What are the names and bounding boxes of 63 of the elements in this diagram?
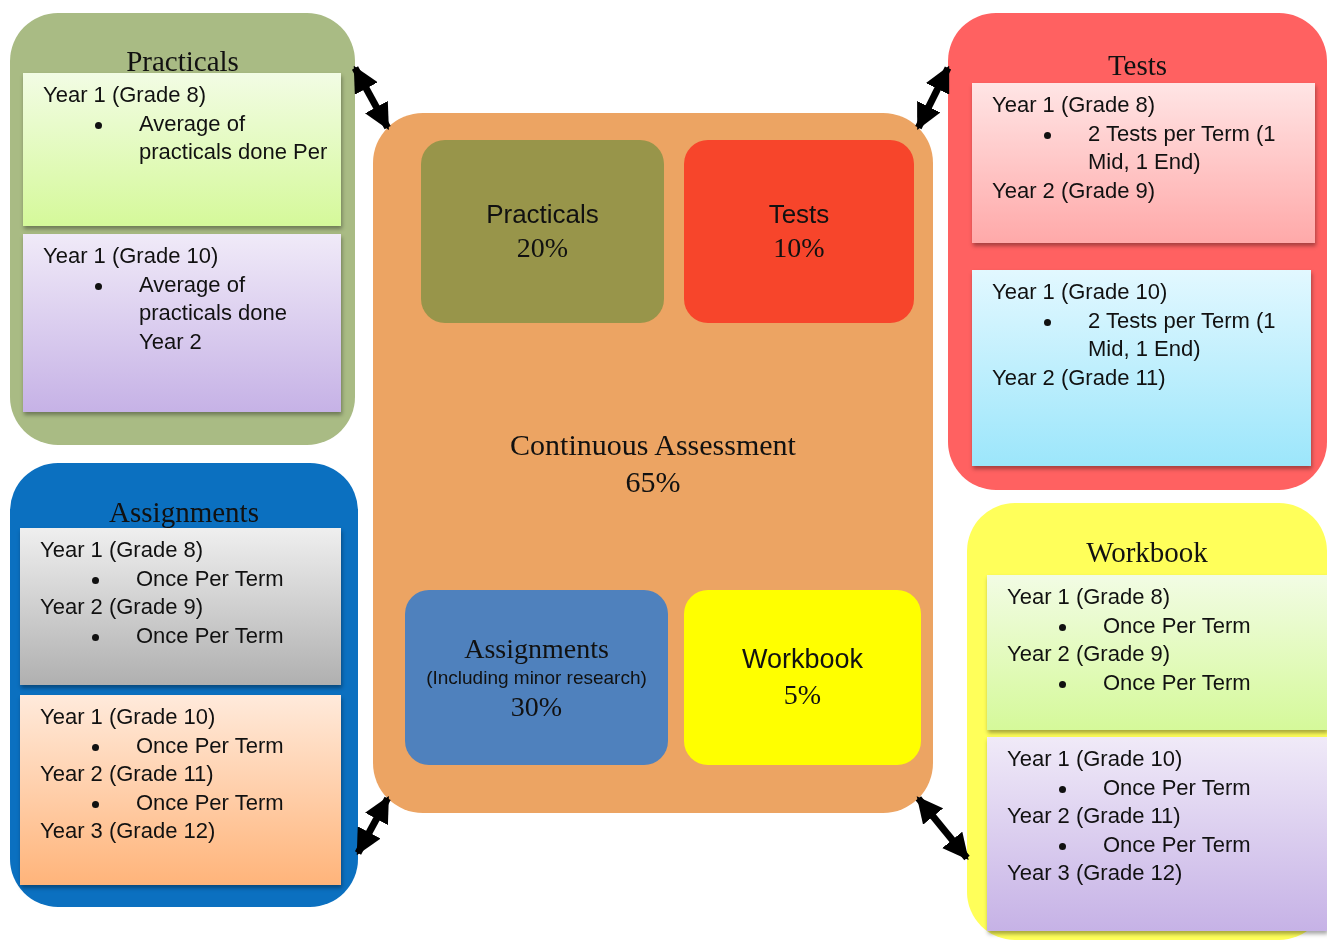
- category-panel: [10, 13, 355, 445]
- bullet-item: 2 Tests per Term (1 Mid, 1 End): [992, 119, 1303, 177]
- card-heading: Year 2 (Grade 9): [40, 593, 205, 622]
- card-heading: Year 2 (Grade 11): [40, 760, 215, 789]
- tile-label: Tests: [768, 197, 830, 231]
- tile-label: (Including minor research): [426, 665, 647, 690]
- info-card: [20, 528, 341, 685]
- panel-title: Tests: [1106, 51, 1169, 80]
- bullet-item: Average of practicals done Per: [43, 109, 329, 167]
- card-heading: Year 2 (Grade 11): [1007, 802, 1182, 831]
- category-panel: [967, 503, 1327, 940]
- card-heading: Year 1 (Grade 10): [1007, 745, 1184, 773]
- info-card: [20, 695, 341, 885]
- component-tile: [405, 590, 668, 765]
- tile-label: 10%: [773, 231, 825, 266]
- category-panel: [948, 13, 1327, 490]
- card-heading: Year 2 (Grade 11): [992, 363, 1167, 392]
- bullet-item: Once Per Term: [1007, 668, 1315, 698]
- info-card: [987, 575, 1327, 730]
- bullet-item: Once Per Term: [40, 621, 329, 651]
- info-card: [972, 270, 1311, 466]
- card-heading: Year 3 (Grade 12): [1007, 859, 1184, 888]
- tile-label: 30%: [510, 690, 563, 725]
- panel-title: Workbook: [1085, 538, 1209, 567]
- card-heading: Year 2 (Grade 9): [1007, 640, 1172, 669]
- card-heading: Year 1 (Grade 10): [992, 278, 1169, 306]
- tile-label: 20%: [516, 231, 569, 266]
- panel-title: Practicals: [125, 47, 240, 76]
- info-card: [23, 73, 341, 226]
- info-card: [987, 737, 1327, 931]
- tile-label: Workbook: [741, 643, 864, 677]
- bullet-item: Once Per Term: [1007, 773, 1315, 803]
- info-card: [972, 83, 1315, 243]
- card-heading: Year 1 (Grade 8): [992, 91, 1157, 119]
- tile-label: 5%: [783, 677, 822, 712]
- panel-title: Assignments: [108, 498, 260, 527]
- double-arrow: [354, 796, 391, 856]
- component-tile: [684, 590, 921, 765]
- bullet-item: Once Per Term: [40, 564, 329, 594]
- double-arrow: [915, 65, 952, 130]
- card-heading: Year 2 (Grade 9): [992, 176, 1157, 205]
- bullet-item: Once Per Term: [1007, 611, 1315, 641]
- category-panel: [10, 463, 358, 907]
- bullet-item: Once Per Term: [40, 788, 329, 818]
- tile-label: Assignments: [464, 631, 609, 666]
- bullet-item: Once Per Term: [1007, 830, 1315, 860]
- double-arrow: [351, 65, 391, 130]
- assessment-label: Continuous Assessment 65%: [509, 426, 797, 500]
- card-heading: Year 1 (Grade 8): [43, 81, 208, 109]
- bullet-item: Once Per Term: [40, 731, 329, 761]
- info-card: [23, 234, 341, 412]
- card-heading: Year 1 (Grade 10): [40, 703, 217, 731]
- bullet-item: 2 Tests per Term (1 Mid, 1 End): [992, 306, 1299, 364]
- bullet-item: Average of practicals done Year 2: [43, 270, 329, 357]
- double-arrow: [915, 796, 970, 861]
- card-heading: Year 1 (Grade 8): [40, 536, 205, 564]
- assessment-box: [373, 113, 933, 813]
- card-heading: Year 3 (Grade 12): [40, 817, 217, 846]
- tile-label: Practicals: [486, 197, 599, 231]
- component-tile: [684, 140, 914, 323]
- card-heading: Year 1 (Grade 10): [43, 242, 220, 270]
- component-tile: [421, 140, 664, 323]
- card-heading: Year 1 (Grade 8): [1007, 583, 1172, 611]
